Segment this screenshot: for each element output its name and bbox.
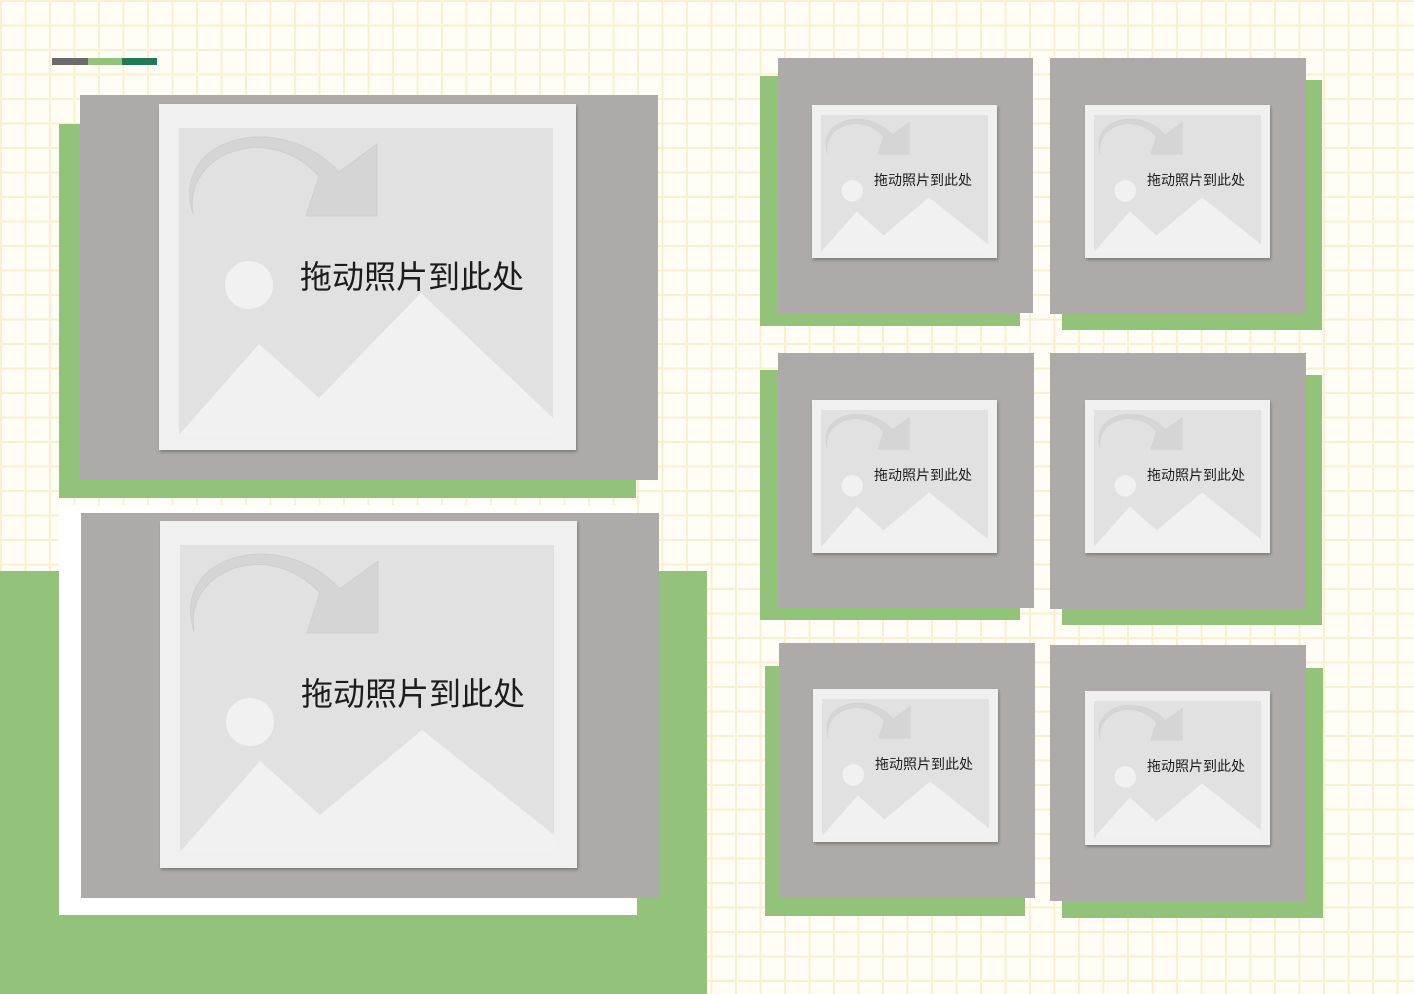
- accent-bar-light-green: [88, 58, 122, 65]
- drop-photo-label: 拖动照片到此处: [301, 675, 526, 713]
- photo-drop-zone[interactable]: 拖动照片到此处: [1085, 105, 1270, 258]
- photo-drop-zone[interactable]: 拖动照片到此处: [159, 104, 576, 450]
- photo-drop-zone[interactable]: 拖动照片到此处: [812, 105, 997, 258]
- drop-photo-label: 拖动照片到此处: [1147, 759, 1245, 775]
- image-placeholder-icon: [1094, 115, 1261, 252]
- image-placeholder-icon: [821, 410, 988, 547]
- photo-drop-zone[interactable]: 拖动照片到此处: [160, 521, 577, 868]
- photo-drop-zone[interactable]: 拖动照片到此处: [1085, 400, 1270, 553]
- accent-bar-gray: [52, 58, 88, 65]
- image-placeholder-icon: [179, 128, 553, 435]
- drop-photo-label: 拖动照片到此处: [1147, 173, 1245, 189]
- drop-photo-label: 拖动照片到此处: [1147, 468, 1245, 484]
- photo-drop-zone[interactable]: 拖动照片到此处: [1085, 691, 1270, 845]
- photo-drop-zone[interactable]: 拖动照片到此处: [812, 400, 997, 553]
- accent-bar-dark-green: [122, 58, 157, 65]
- image-placeholder-icon: [1094, 701, 1261, 838]
- image-placeholder-icon: [1094, 410, 1261, 547]
- image-placeholder-icon: [821, 115, 988, 252]
- drop-photo-label: 拖动照片到此处: [874, 173, 972, 189]
- drop-photo-label: 拖动照片到此处: [300, 258, 525, 296]
- image-placeholder-icon: [822, 699, 989, 836]
- drop-photo-label: 拖动照片到此处: [875, 757, 973, 773]
- photo-drop-zone[interactable]: 拖动照片到此处: [813, 689, 998, 842]
- drop-photo-label: 拖动照片到此处: [874, 468, 972, 484]
- image-placeholder-icon: [180, 545, 554, 852]
